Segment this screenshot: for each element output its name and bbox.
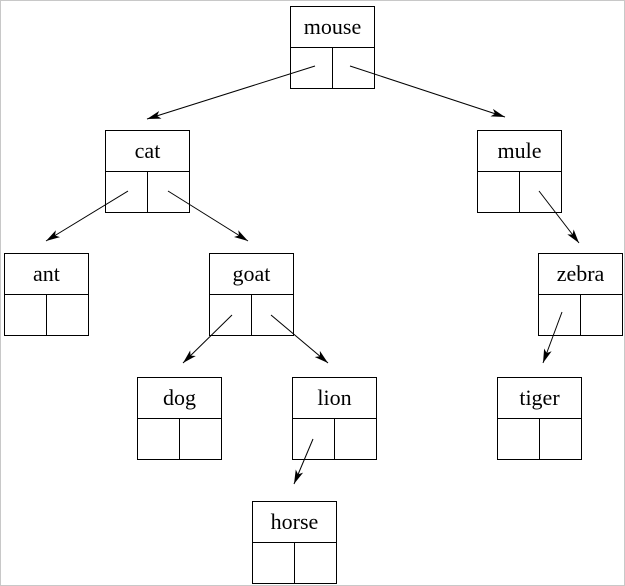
node-pointer-cells bbox=[498, 419, 581, 459]
tree-node-horse: horse bbox=[252, 501, 337, 584]
tree-node-goat: goat bbox=[209, 253, 294, 336]
left-pointer-cell bbox=[498, 419, 540, 459]
node-label: mule bbox=[478, 131, 561, 172]
tree-node-tiger: tiger bbox=[497, 377, 582, 460]
tree-node-zebra: zebra bbox=[538, 253, 623, 336]
node-label: zebra bbox=[539, 254, 622, 295]
right-pointer-cell bbox=[47, 295, 88, 335]
tree-node-lion: lion bbox=[292, 377, 377, 460]
node-label: lion bbox=[293, 378, 376, 419]
node-pointer-cells bbox=[293, 419, 376, 459]
tree-node-mouse: mouse bbox=[290, 6, 375, 89]
left-pointer-cell bbox=[210, 295, 252, 335]
left-pointer-cell bbox=[539, 295, 581, 335]
tree-node-dog: dog bbox=[137, 377, 222, 460]
right-pointer-cell bbox=[180, 419, 221, 459]
node-label: cat bbox=[106, 131, 189, 172]
right-pointer-cell bbox=[295, 543, 336, 583]
node-label: goat bbox=[210, 254, 293, 295]
left-pointer-cell bbox=[5, 295, 47, 335]
node-pointer-cells bbox=[291, 48, 374, 88]
node-pointer-cells bbox=[478, 172, 561, 212]
right-pointer-cell bbox=[335, 419, 376, 459]
right-pointer-cell bbox=[520, 172, 561, 212]
right-pointer-cell bbox=[148, 172, 189, 212]
node-pointer-cells bbox=[210, 295, 293, 335]
left-pointer-cell bbox=[253, 543, 295, 583]
node-pointer-cells bbox=[539, 295, 622, 335]
node-label: dog bbox=[138, 378, 221, 419]
node-pointer-cells bbox=[253, 543, 336, 583]
node-pointer-cells bbox=[106, 172, 189, 212]
right-pointer-cell bbox=[540, 419, 581, 459]
node-label: horse bbox=[253, 502, 336, 543]
node-label: mouse bbox=[291, 7, 374, 48]
tree-node-ant: ant bbox=[4, 253, 89, 336]
right-pointer-cell bbox=[581, 295, 622, 335]
left-pointer-cell bbox=[293, 419, 335, 459]
node-pointer-cells bbox=[138, 419, 221, 459]
tree-node-mule: mule bbox=[477, 130, 562, 213]
left-pointer-cell bbox=[106, 172, 148, 212]
left-pointer-cell bbox=[138, 419, 180, 459]
left-pointer-cell bbox=[291, 48, 333, 88]
node-label: tiger bbox=[498, 378, 581, 419]
right-pointer-cell bbox=[333, 48, 374, 88]
tree-node-cat: cat bbox=[105, 130, 190, 213]
node-pointer-cells bbox=[5, 295, 88, 335]
left-pointer-cell bbox=[478, 172, 520, 212]
right-pointer-cell bbox=[252, 295, 293, 335]
node-label: ant bbox=[5, 254, 88, 295]
